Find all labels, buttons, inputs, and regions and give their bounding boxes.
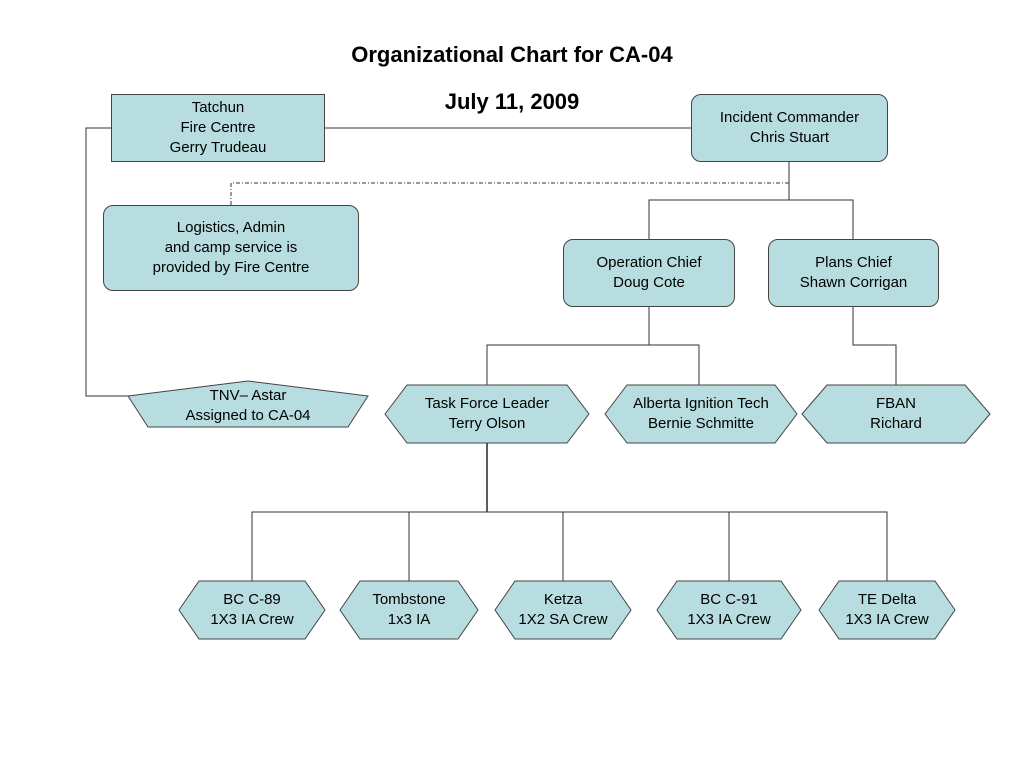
node-text-line: Task Force Leader — [424, 395, 550, 412]
connector-plans-fban — [852, 307, 897, 385]
node-text-line: Chris Stuart — [749, 129, 830, 146]
bc-c89-shape — [178, 580, 326, 640]
bc-c91-shape — [656, 580, 802, 640]
node-text-line: 1X3 IA Crew — [845, 611, 929, 628]
node-text-line: Fire Centre — [180, 119, 256, 136]
tnv-shape — [127, 380, 369, 428]
connector-tatchun-tnv — [85, 127, 128, 397]
node-text-line: Tombstone — [372, 591, 446, 608]
node-text-line: Operation Chief — [596, 254, 702, 271]
node-text-line: Ketza — [543, 591, 583, 608]
node-text-line: Logistics, Admin — [176, 219, 286, 236]
node-bc-c91: BC C-91 1X3 IA Crew — [657, 581, 801, 639]
node-text-line: and camp service is — [164, 239, 298, 256]
node-text-line: Terry Olson — [448, 415, 526, 432]
node-text-line: 1X3 IA Crew — [687, 611, 771, 628]
node-tombstone: Tombstone 1x3 IA — [340, 581, 478, 639]
node-text-line: Doug Cote — [613, 274, 685, 291]
node-text-line: 1X2 SA Crew — [518, 611, 608, 628]
node-text-line: BC C-89 — [223, 591, 281, 608]
node-text-line: Incident Commander — [719, 109, 860, 126]
node-text-line: Bernie Schmitte — [648, 415, 754, 432]
node-text-line: Tatchun — [191, 99, 245, 116]
node-text-line: Assigned to CA-04 — [185, 407, 311, 424]
fban-shape — [801, 384, 991, 444]
node-text-line: FBAN — [875, 395, 916, 412]
node-text-line: Gerry Trudeau — [169, 139, 267, 156]
node-text-line: Shawn Corrigan — [799, 274, 908, 291]
chart-title: Organizational Chart for CA-04 — [351, 42, 673, 67]
task-force-shape — [384, 384, 590, 444]
node-text-line: BC C-91 — [700, 591, 758, 608]
alberta-shape — [604, 384, 798, 444]
node-text-line: Richard — [870, 415, 922, 432]
node-te-delta: TE Delta 1X3 IA Crew — [819, 581, 955, 639]
node-text-line: provided by Fire Centre — [152, 259, 310, 276]
node-text-line: Alberta Ignition Tech — [633, 395, 769, 412]
ketza-shape — [494, 580, 632, 640]
node-fban: FBAN Richard — [802, 385, 990, 443]
node-text-line: TE Delta — [857, 591, 917, 608]
node-text-line: TNV– Astar — [209, 387, 287, 404]
connector-crews-bar — [251, 511, 888, 581]
node-ketza: Ketza 1X2 SA Crew — [495, 581, 631, 639]
node-text-line: 1X3 IA Crew — [210, 611, 294, 628]
tombstone-shape — [339, 580, 479, 640]
connector-commander-logistics — [230, 182, 789, 205]
connector-operation-bar — [486, 344, 700, 385]
chart-date: July 11, 2009 — [444, 89, 580, 114]
connector-chiefs-bar — [648, 199, 854, 239]
node-text-line: Plans Chief — [815, 254, 892, 271]
node-text-line: 1x3 IA — [387, 611, 431, 628]
node-logistics: Logistics, Admin and camp service is provi… — [103, 205, 359, 291]
te-delta-shape — [818, 580, 956, 640]
node-bc-c89: BC C-89 1X3 IA Crew — [179, 581, 325, 639]
